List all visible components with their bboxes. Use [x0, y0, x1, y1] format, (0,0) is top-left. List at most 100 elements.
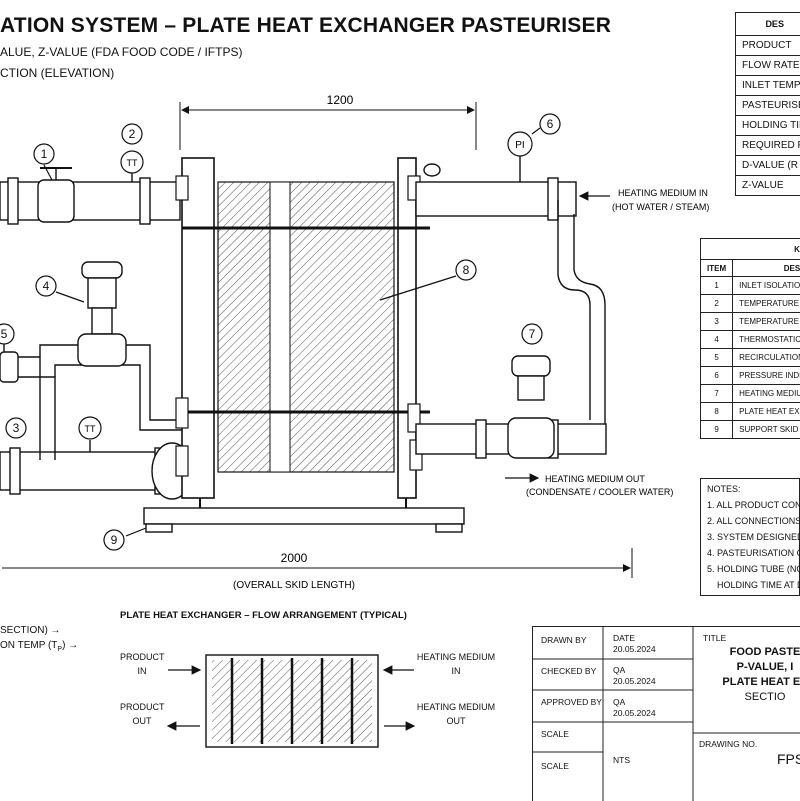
scale-label: SCALE: [541, 729, 569, 739]
design-row: PRODUCT: [736, 36, 800, 56]
design-row: PASTEURISE: [736, 96, 800, 116]
design-table-header: DES: [736, 13, 800, 36]
key-desc: THERMOSTATIC: [733, 331, 800, 349]
checked-by-label: CHECKED BY: [541, 666, 596, 676]
note-line: 1. ALL PRODUCT CONTA: [707, 497, 799, 513]
title-block: DRAWN BY CHECKED BY APPROVED BY SCALE SC…: [532, 626, 800, 801]
pressure-indicator-6: PI: [508, 132, 532, 182]
callout-3: 3: [6, 418, 26, 438]
dimension-2000-label: 2000: [281, 551, 308, 565]
flow-arrangement-diagram: [168, 655, 414, 747]
checked-date: 20.05.2024: [613, 676, 656, 686]
svg-text:7: 7: [529, 327, 536, 341]
svg-text:6: 6: [547, 117, 554, 131]
key-desc: SUPPORT SKID: [733, 421, 800, 439]
key-item: 2: [701, 295, 733, 313]
heating-medium-valve-7: [508, 356, 554, 458]
key-desc: RECIRCULATION: [733, 349, 800, 367]
drawing-number: FPS: [777, 751, 800, 767]
callout-2: 2: [122, 124, 142, 144]
key-col-item: ITEM: [701, 260, 733, 277]
scale-label-2: SCALE: [541, 761, 569, 771]
support-skid-9: [144, 508, 464, 532]
note-line: 5. HOLDING TUBE (NO: [707, 561, 799, 577]
temperature-transmitter-3: TT: [79, 417, 101, 452]
heating-in-label-1: HEATING MEDIUM IN: [618, 188, 708, 198]
svg-text:5: 5: [1, 327, 8, 341]
key-desc: HEATING MEDIU: [733, 385, 800, 403]
design-row: D-VALUE (R: [736, 156, 800, 176]
recirculation-valve-5: [0, 340, 18, 382]
key-item: 4: [701, 331, 733, 349]
key-table-header: K: [701, 239, 800, 260]
flow-arrangement-title: PLATE HEAT EXCHANGER – FLOW ARRANGEMENT …: [120, 610, 407, 621]
design-row: Z-VALUE: [736, 176, 800, 196]
key-item: 3: [701, 313, 733, 331]
approved-by-label: APPROVED BY: [541, 697, 602, 707]
key-item: 7: [701, 385, 733, 403]
legend-line-2: ON TEMP (TP) →: [0, 640, 78, 653]
callout-9: 9: [104, 528, 146, 550]
checked-qa: QA: [613, 665, 625, 675]
svg-text:2: 2: [129, 127, 136, 141]
title-label: TITLE: [703, 633, 726, 643]
approved-date: 20.05.2024: [613, 708, 656, 718]
key-col-desc: DESC: [733, 260, 800, 277]
design-row: REQUIRED P: [736, 136, 800, 156]
thermostatic-valve-4: [78, 262, 126, 366]
key-desc: PRESSURE INDI: [733, 367, 800, 385]
drawn-date: 20.05.2024: [613, 644, 656, 654]
key-desc: TEMPERATURE T: [733, 295, 800, 313]
callout-4: 4: [36, 276, 84, 302]
heating-out-label-2: (CONDENSATE / COOLER WATER): [526, 487, 673, 497]
date-label: DATE: [613, 633, 635, 643]
key-desc: PLATE HEAT EX: [733, 403, 800, 421]
design-data-table: DES PRODUCT FLOW RATE ( INLET TEMP PASTE…: [735, 12, 800, 196]
design-row: HOLDING TIM: [736, 116, 800, 136]
svg-text:3: 3: [13, 421, 20, 435]
product-outlet-pipe: [0, 443, 192, 499]
notes-box: NOTES: 1. ALL PRODUCT CONTA 2. ALL CONNE…: [700, 478, 800, 596]
svg-text:8: 8: [463, 263, 470, 277]
key-desc: INLET ISOLATIO: [733, 277, 800, 295]
drawn-by-label: DRAWN BY: [541, 635, 587, 645]
note-line: 4. PASTEURISATION CO: [707, 545, 799, 561]
key-item: 9: [701, 421, 733, 439]
dimension-1200: 1200: [180, 93, 476, 150]
approved-qa: QA: [613, 697, 625, 707]
plate-heat-exchanger: [176, 158, 430, 508]
product-inlet-pipe: [0, 168, 180, 224]
drawing-no-label: DRAWING NO.: [699, 739, 757, 749]
note-line: 2. ALL CONNECTIONS:: [707, 513, 799, 529]
notes-header: NOTES:: [707, 481, 799, 497]
callout-5: 5: [0, 324, 14, 344]
svg-text:TT: TT: [127, 158, 138, 168]
svg-text:TT: TT: [85, 424, 96, 434]
key-desc: TEMPERATURE T: [733, 313, 800, 331]
heating-in-label-2: (HOT WATER / STEAM): [612, 202, 709, 212]
design-row: FLOW RATE (: [736, 56, 800, 76]
svg-text:4: 4: [43, 279, 50, 293]
dimension-1200-label: 1200: [327, 93, 354, 107]
skid-length-caption: (OVERALL SKID LENGTH): [233, 580, 355, 591]
design-row: INLET TEMP: [736, 76, 800, 96]
legend-line-1: SECTION) →: [0, 625, 61, 636]
heating-medium-inlet-pipe: [416, 164, 605, 440]
svg-text:PI: PI: [515, 140, 524, 151]
key-item: 6: [701, 367, 733, 385]
key-item: 1: [701, 277, 733, 295]
key-item: 5: [701, 349, 733, 367]
scale-nts: NTS: [613, 755, 630, 765]
svg-text:9: 9: [111, 533, 118, 547]
note-line: HOLDING TIME AT D: [707, 577, 799, 593]
callout-6: 6: [532, 114, 560, 134]
callout-1: 1: [34, 144, 54, 180]
heating-out-label-1: HEATING MEDIUM OUT: [545, 474, 645, 484]
drawing-title-block-text: FOOD PASTE P-VALUE, I PLATE HEAT EX SECT…: [695, 645, 800, 705]
note-line: 3. SYSTEM DESIGNED: [707, 529, 799, 545]
